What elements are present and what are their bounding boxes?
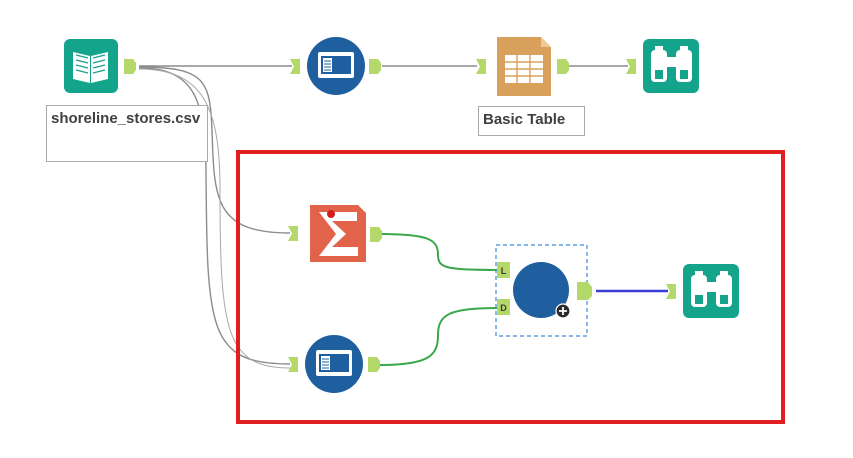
sigma-icon — [319, 212, 358, 256]
binoculars-icon — [651, 46, 692, 82]
output-anchor[interactable] — [369, 59, 381, 74]
join-anchor-bottom-label: D — [500, 303, 507, 313]
input-anchor[interactable] — [288, 226, 298, 241]
blue-circle-icon — [513, 262, 569, 318]
error-indicator — [327, 210, 335, 218]
basic-table-node[interactable] — [476, 37, 569, 96]
output-anchor[interactable] — [557, 59, 569, 74]
input-anchor[interactable] — [290, 59, 300, 74]
select-tool-icon — [318, 52, 354, 78]
browse-bottom-node[interactable] — [666, 264, 739, 318]
select-tool-icon — [316, 350, 352, 376]
input-anchor[interactable] — [476, 59, 486, 74]
book-open-icon — [73, 52, 108, 83]
binoculars-icon — [691, 271, 732, 307]
input-data-node[interactable] — [64, 39, 136, 93]
connection-select-bottom-to-join[interactable] — [379, 307, 499, 366]
connection-input-to-summarize[interactable] — [138, 66, 291, 234]
input-anchor[interactable] — [288, 357, 298, 372]
browse-top-node[interactable] — [626, 39, 699, 93]
summarize-node[interactable] — [288, 205, 382, 262]
select-bottom-node[interactable] — [288, 335, 380, 393]
join-anchor-top[interactable]: L — [497, 262, 510, 278]
join-tool-node[interactable]: L D — [495, 244, 592, 337]
output-anchor[interactable] — [370, 227, 382, 242]
input-anchor[interactable] — [626, 59, 636, 74]
join-anchor-bottom[interactable]: D — [497, 299, 510, 315]
input-data-label[interactable]: shoreline_stores.csv — [46, 105, 208, 162]
highlight-rectangle — [236, 150, 785, 424]
connections-from-input — [138, 65, 292, 369]
connection-summarize-to-join[interactable] — [379, 233, 499, 271]
output-anchor[interactable] — [368, 357, 380, 372]
input-anchor[interactable] — [666, 284, 676, 299]
table-document-icon — [497, 37, 551, 96]
connection-input-to-select-bottom-2 — [138, 68, 291, 369]
output-anchor[interactable] — [124, 59, 136, 74]
basic-table-label[interactable]: Basic Table — [478, 106, 585, 136]
plus-circle-icon — [555, 303, 571, 319]
join-anchor-top-label: L — [501, 266, 507, 276]
select-top-node[interactable] — [290, 37, 381, 95]
output-anchor[interactable] — [577, 282, 592, 300]
